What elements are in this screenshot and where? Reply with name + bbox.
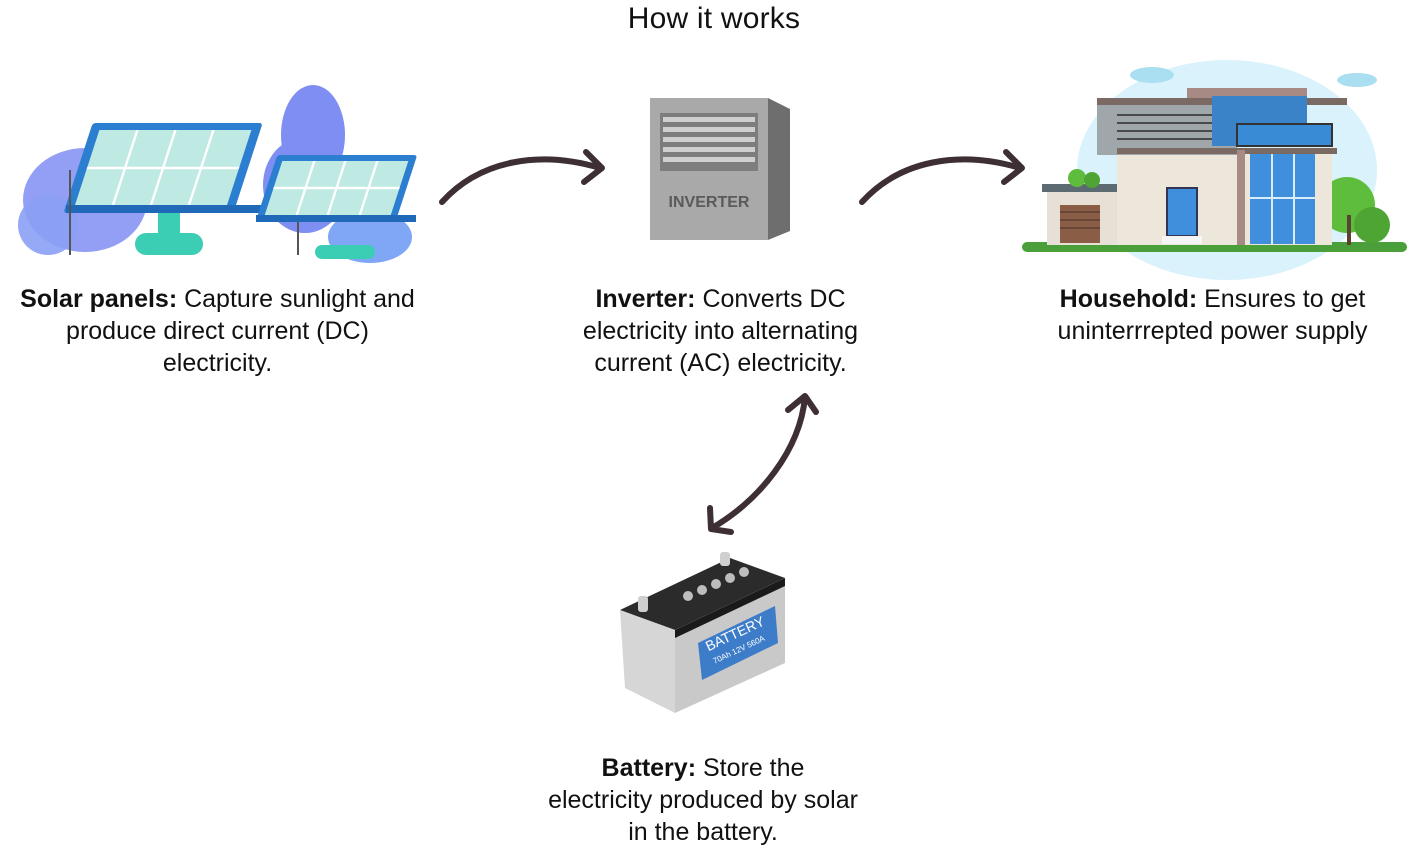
solar-caption: Solar panels: Capture sunlight and produ… [20, 283, 415, 379]
inverter-illustration: INVERTER [650, 98, 790, 240]
diagram-title: How it works [627, 2, 801, 35]
battery-label: Battery: [601, 754, 697, 782]
household-illustration [1022, 60, 1407, 280]
inverter-device-label: INVERTER [669, 194, 750, 211]
battery-text: Store the electricity produced by solar … [548, 754, 858, 846]
battery-caption: Battery: Store the electricity produced … [548, 752, 858, 848]
solar-text: Capture sunlight and produce direct curr… [66, 285, 415, 377]
solar-label: Solar panels: [20, 285, 178, 313]
solar-panels-illustration [18, 85, 417, 263]
inverter-label: Inverter: [595, 285, 696, 313]
household-text: Ensures to get uninterrrepted power supp… [1057, 285, 1368, 345]
inverter-caption: Inverter: Converts DC electricity into a… [548, 283, 893, 379]
battery-illustration: BATTERY 70Ah 12V 560A [620, 552, 785, 713]
household-caption: Household: Ensures to get uninterrrepted… [1025, 283, 1400, 347]
household-label: Household: [1059, 285, 1198, 313]
inverter-text: Converts DC electricity into alternating… [582, 285, 859, 377]
